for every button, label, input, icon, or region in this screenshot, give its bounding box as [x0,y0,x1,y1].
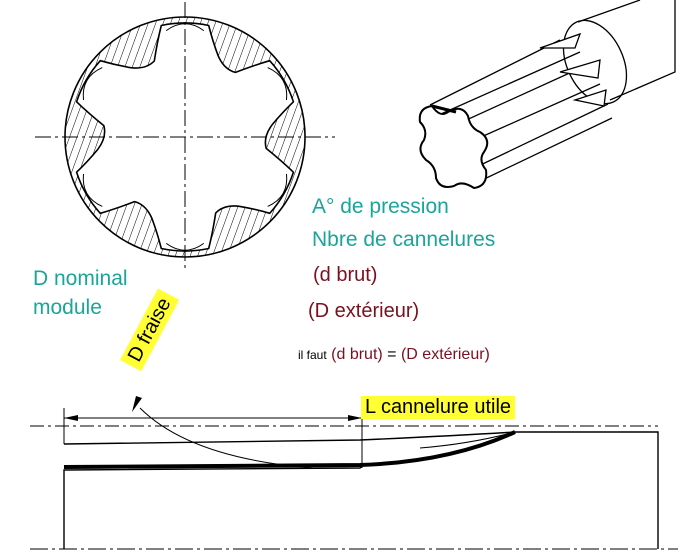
shaft-isometric-view [418,0,676,190]
shaft-cross-section [35,2,335,272]
rule-equals: = [387,346,397,363]
rough-diameter-label: (d brut) [313,264,378,286]
rule-prefix: il faut [298,348,327,362]
arrow-left [64,415,78,421]
groove-arc [267,173,288,207]
cutter-arrow [132,396,142,412]
spline-root-line [63,430,516,469]
nominal-diameter-label: D nominal [33,267,128,290]
cutter-arc [139,407,313,469]
rough-diameter-edge [63,465,363,549]
runout-line [419,431,516,449]
groove-arc [82,173,103,207]
shaft-side-view [30,396,678,550]
groove-arc [82,67,103,101]
groove-arc [267,67,288,101]
rule-statement: il faut (d brut) = (D extérieur) [298,347,490,363]
useful-length-label: L cannelure utile [361,396,516,419]
rule-d-outer: (D extérieur) [400,346,490,363]
spline-count-label: Nbre de cannelures [312,228,496,251]
outer-diameter-label: (D extérieur) [308,300,420,322]
module-label: module [33,296,102,319]
pressure-angle-label: A° de pression [312,195,449,218]
outer-diameter-edge [63,431,659,549]
rule-d-rough: (d brut) [331,346,383,363]
arrow-right [348,415,362,421]
